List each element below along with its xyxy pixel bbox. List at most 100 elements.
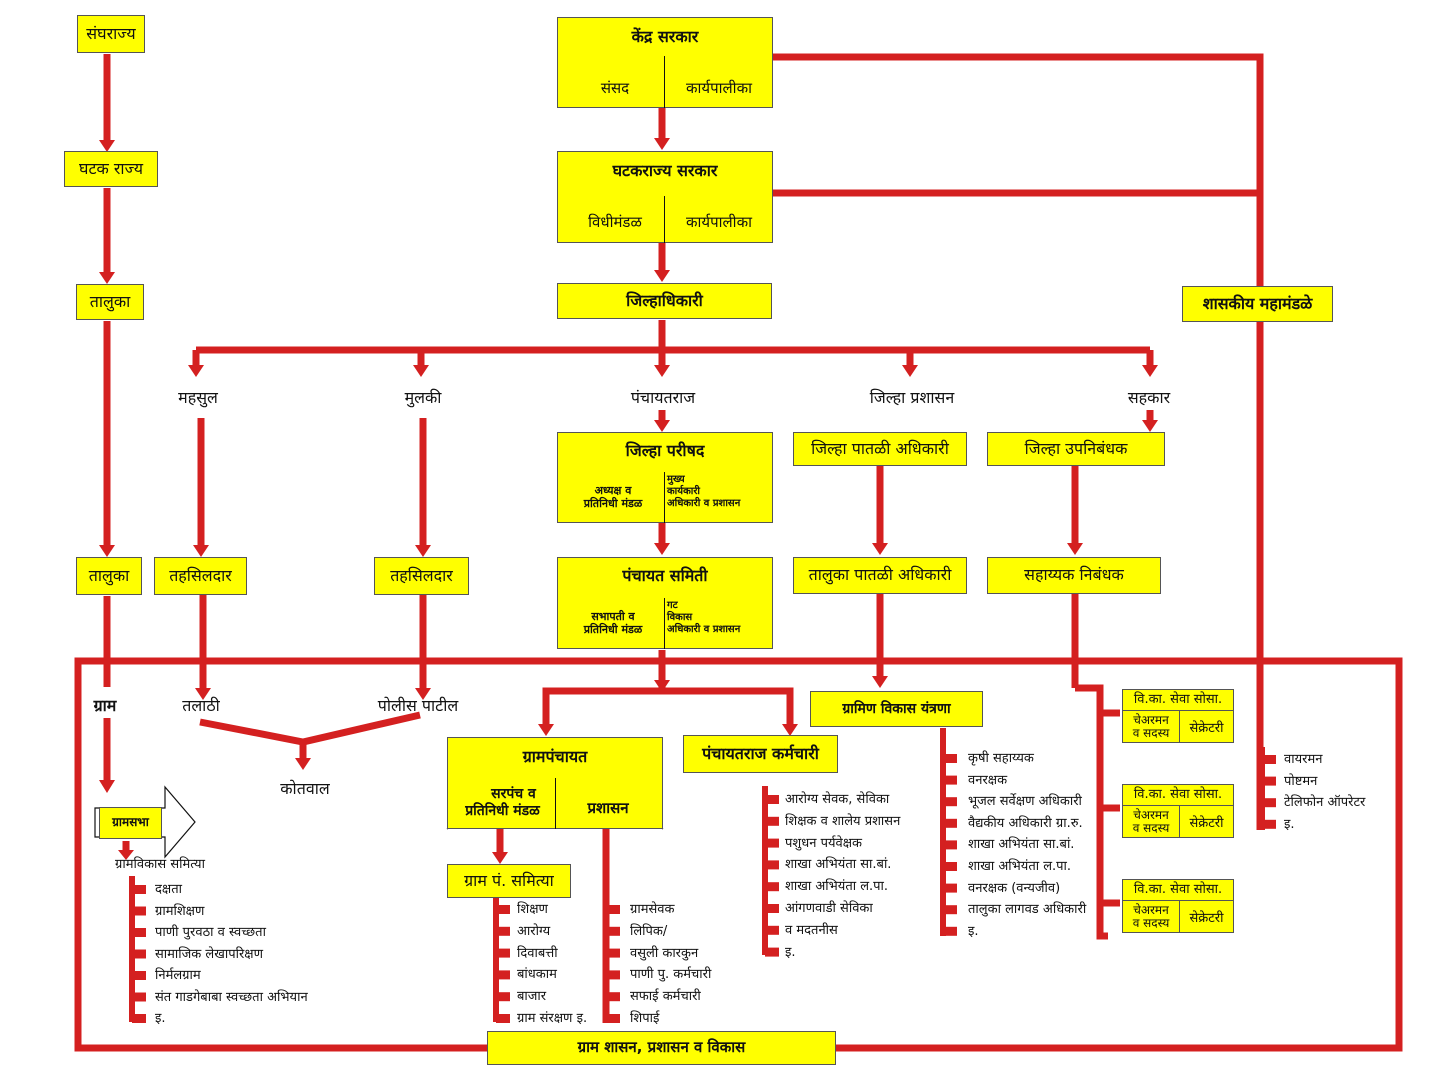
list-item-tick — [943, 840, 957, 850]
panchayat-samiti-title: पंचायत समिती — [622, 566, 708, 585]
coop-title: वि.का. सेवा सोसा. — [1123, 690, 1233, 711]
list-item: सामाजिक लेखापरिक्षण — [155, 946, 264, 962]
central-gov-title: केंद्र सरकार — [631, 27, 699, 46]
zp-right-line-3: अधिकारी व प्रशासन — [667, 498, 741, 509]
list-item: इ. — [155, 1011, 166, 1026]
list-item-tick — [496, 992, 510, 1002]
branch-sahakar: सहकार — [1127, 388, 1171, 407]
list-item: सफाई कर्मचारी — [630, 989, 701, 1005]
list-item-tick — [496, 926, 510, 936]
list-item: व मदतनीस — [785, 922, 838, 938]
list-item-tick — [606, 1014, 620, 1023]
kotwal-label: कोतवाल — [280, 779, 330, 798]
taluka-mid-box: तालुका — [76, 557, 142, 595]
list-item: आरोग्य सेवक, सेविका — [785, 792, 890, 807]
list-item: पोष्टमन — [1284, 773, 1318, 789]
list-item-tick — [496, 948, 510, 958]
branch-mulki: मुलकी — [404, 388, 442, 407]
list-item: शिपाई — [630, 1011, 660, 1026]
branch-jilha-prashasan: जिल्हा प्रशासन — [869, 388, 955, 407]
coop-title: वि.का. सेवा सोसा. — [1123, 785, 1233, 806]
list-item: टेलिफोन ऑपरेटर — [1284, 795, 1366, 811]
list-item-tick — [1262, 755, 1276, 764]
list-item-tick — [132, 949, 146, 959]
list-item-tick — [606, 992, 620, 1002]
list-item-tick — [765, 882, 779, 892]
list-item-tick — [765, 816, 779, 826]
list-item-tick — [765, 860, 779, 870]
list-item: वायरमन — [1284, 752, 1323, 767]
gp-left-line-1: सरपंच व — [491, 786, 536, 802]
tahsildar-mulki-box: तहसिलदार — [374, 557, 469, 595]
zp-right-line-2: कार्यकारी — [667, 486, 701, 497]
ps-right-line-3: अधिकारी व प्रशासन — [667, 624, 741, 635]
list-item-tick — [132, 1014, 146, 1023]
coop-left-1: चेअरमन — [1133, 712, 1169, 727]
list-item-tick — [943, 905, 957, 915]
list-item: लिपिक/ — [630, 923, 668, 939]
district-registrar-box: जिल्हा उपनिबंधक — [987, 432, 1165, 466]
coop-left-1: चेअरमन — [1133, 807, 1169, 822]
ps-left-line-1: सभापती व — [591, 610, 635, 623]
list-item-tick — [606, 970, 620, 980]
list-item: दिवाबत्ती — [517, 945, 558, 961]
ps-left-line-2: प्रतिनिधी मंडळ — [583, 623, 643, 637]
list-item: वनरक्षक — [968, 772, 1008, 788]
list-item: बांधकाम — [517, 967, 557, 983]
collector-box: जिल्हाधिकारी — [557, 283, 772, 319]
list-item-tick — [943, 926, 957, 936]
list-item-tick — [765, 795, 779, 804]
zp-left-line-2: प्रतिनिधी मंडळ — [583, 497, 643, 511]
list-item-tick — [132, 906, 146, 916]
coop-title: वि.का. सेवा सोसा. — [1123, 880, 1233, 901]
gram-p-samitya-box: ग्राम पं. समित्या — [447, 864, 571, 898]
list-item: दक्षता — [155, 882, 183, 897]
ghatak-rajya-box: घटक राज्य — [64, 151, 158, 187]
footer-box: ग्राम शासन, प्रशासन व विकास — [487, 1031, 836, 1065]
list-item: शाखा अभियंता सा.बां. — [968, 837, 1075, 853]
panchayatraj-staff-box: पंचायतराज कर्मचारी — [683, 735, 838, 773]
list-item: ग्राम संरक्षण इ. — [517, 1011, 588, 1026]
asst-registrar-box: सहाय्यक निबंधक — [987, 557, 1161, 594]
coop-right: सेक्रेटरी — [1189, 815, 1224, 831]
branch-mahsul: महसुल — [178, 388, 218, 407]
list-item-tick — [606, 905, 620, 914]
zilla-parishad-left: अध्यक्ष व प्रतिनिधी मंडळ — [562, 484, 664, 510]
list-item: ग्रामशिक्षण — [155, 903, 205, 919]
rural-dev-box: ग्रामिण विकास यंत्रणा — [810, 691, 983, 727]
list-item: पाणी पु. कर्मचारी — [630, 967, 712, 983]
central-gov-box: केंद्र सरकार — [557, 17, 773, 108]
list-item: इ. — [1284, 816, 1295, 832]
list-item-tick — [943, 862, 957, 871]
ps-right-line-1: गट — [667, 600, 678, 611]
talathi-label: तलाठी — [182, 696, 220, 715]
list-item-tick — [496, 905, 510, 914]
list-item-tick — [496, 970, 510, 980]
zilla-parishad-right: मुख्य कार्यकारी अधिकारी व प्रशासन — [667, 474, 772, 510]
district-officer-box: जिल्हा पातळी अधिकारी — [793, 432, 967, 466]
gram-panchayat-title: ग्रामपंचायत — [522, 747, 588, 766]
state-gov-left: विधीमंडळ — [588, 213, 642, 231]
zilla-parishad-box: जिल्हा परीषद — [557, 432, 773, 523]
state-gov-box: घटकराज्य सरकार — [557, 151, 773, 243]
list-item-tick — [606, 926, 620, 936]
list-item-tick — [606, 948, 620, 958]
gov-corporations-box: शासकीय महामंडळे — [1182, 286, 1333, 322]
sangharajya-box: संघराज्य — [77, 15, 145, 53]
list-item: कृषी सहाय्यक — [968, 751, 1034, 766]
list-item-tick — [943, 818, 957, 828]
list-item: इ. — [785, 944, 796, 960]
gramsabha-box: ग्रामसभा — [99, 807, 162, 839]
zilla-parishad-title: जिल्हा परीषद — [625, 441, 705, 460]
branch-panchayatraj: पंचायतराज — [630, 388, 696, 407]
list-item-tick — [943, 775, 957, 785]
coop-left-2: व सदस्य — [1132, 915, 1170, 930]
list-item: वसुली कारकुन — [630, 945, 699, 961]
list-item-tick — [765, 904, 779, 913]
